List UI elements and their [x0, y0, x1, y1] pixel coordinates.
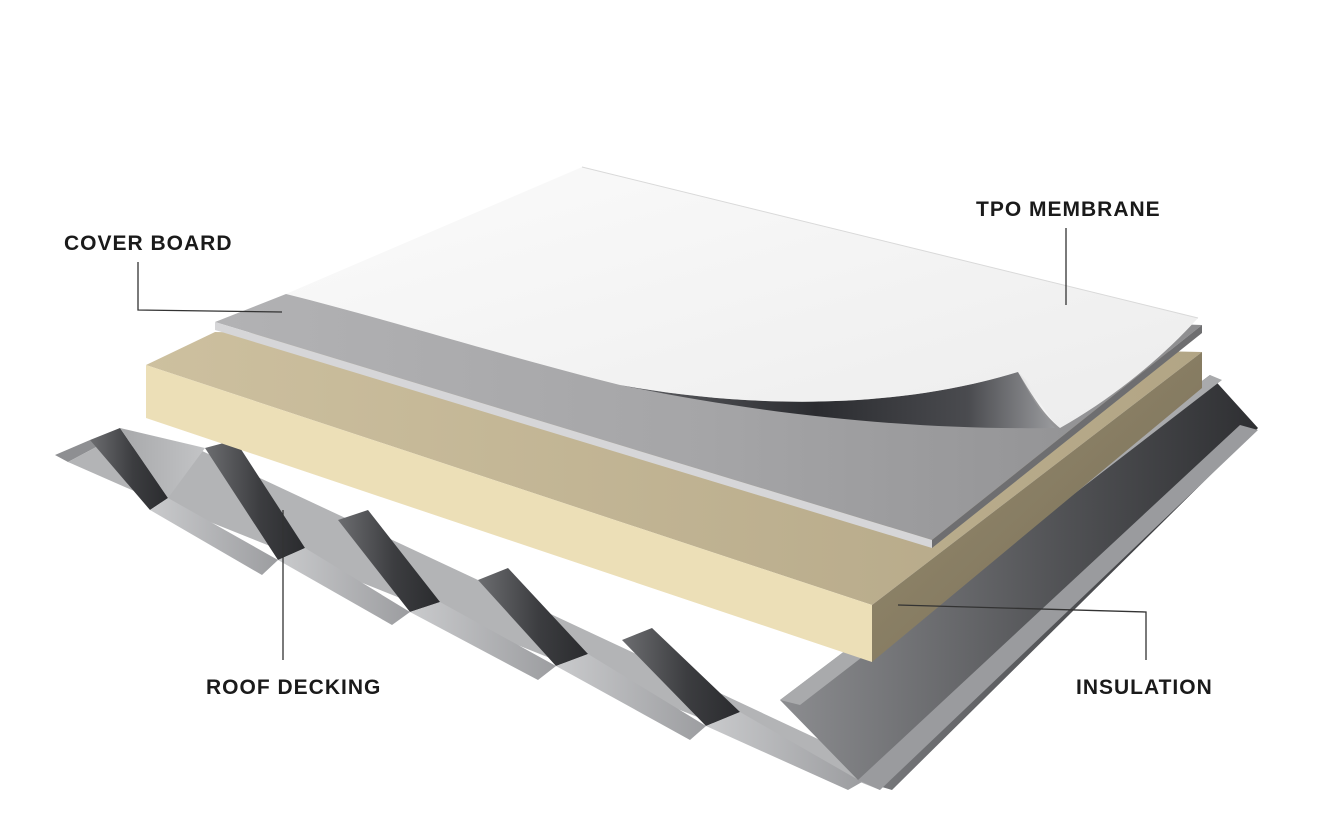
deck-flange-rear — [55, 440, 100, 462]
deck-rib-3 — [278, 510, 440, 625]
cover-board-label: COVER BOARD — [64, 232, 233, 255]
cover-board-side — [932, 325, 1202, 548]
leader-insulation — [897, 604, 1147, 660]
cover-board-edge — [215, 322, 932, 548]
leader-lines — [137, 228, 1147, 660]
roof-decking-label: ROOF DECKING — [206, 676, 382, 699]
leader-cover-board — [137, 262, 283, 313]
membrane-sheet — [286, 167, 1198, 428]
deck-rib-2 — [150, 440, 305, 575]
deck-side-flange — [858, 425, 1258, 790]
deck-rib-4 — [410, 568, 588, 680]
deck-side-panel — [780, 375, 1258, 790]
deck-rib-1 — [90, 428, 205, 510]
deck-rib-5 — [556, 628, 740, 740]
deck-rib-6 — [706, 712, 862, 790]
tpo-membrane-label: TPO MEMBRANE — [976, 198, 1161, 221]
insulation-side-face — [872, 352, 1202, 662]
membrane-curl-lip — [1018, 372, 1060, 428]
insulation-label: INSULATION — [1076, 676, 1213, 699]
tpo-membrane — [286, 166, 1199, 429]
insulation-front-face — [146, 365, 872, 662]
membrane-curl-underside — [620, 372, 1055, 429]
